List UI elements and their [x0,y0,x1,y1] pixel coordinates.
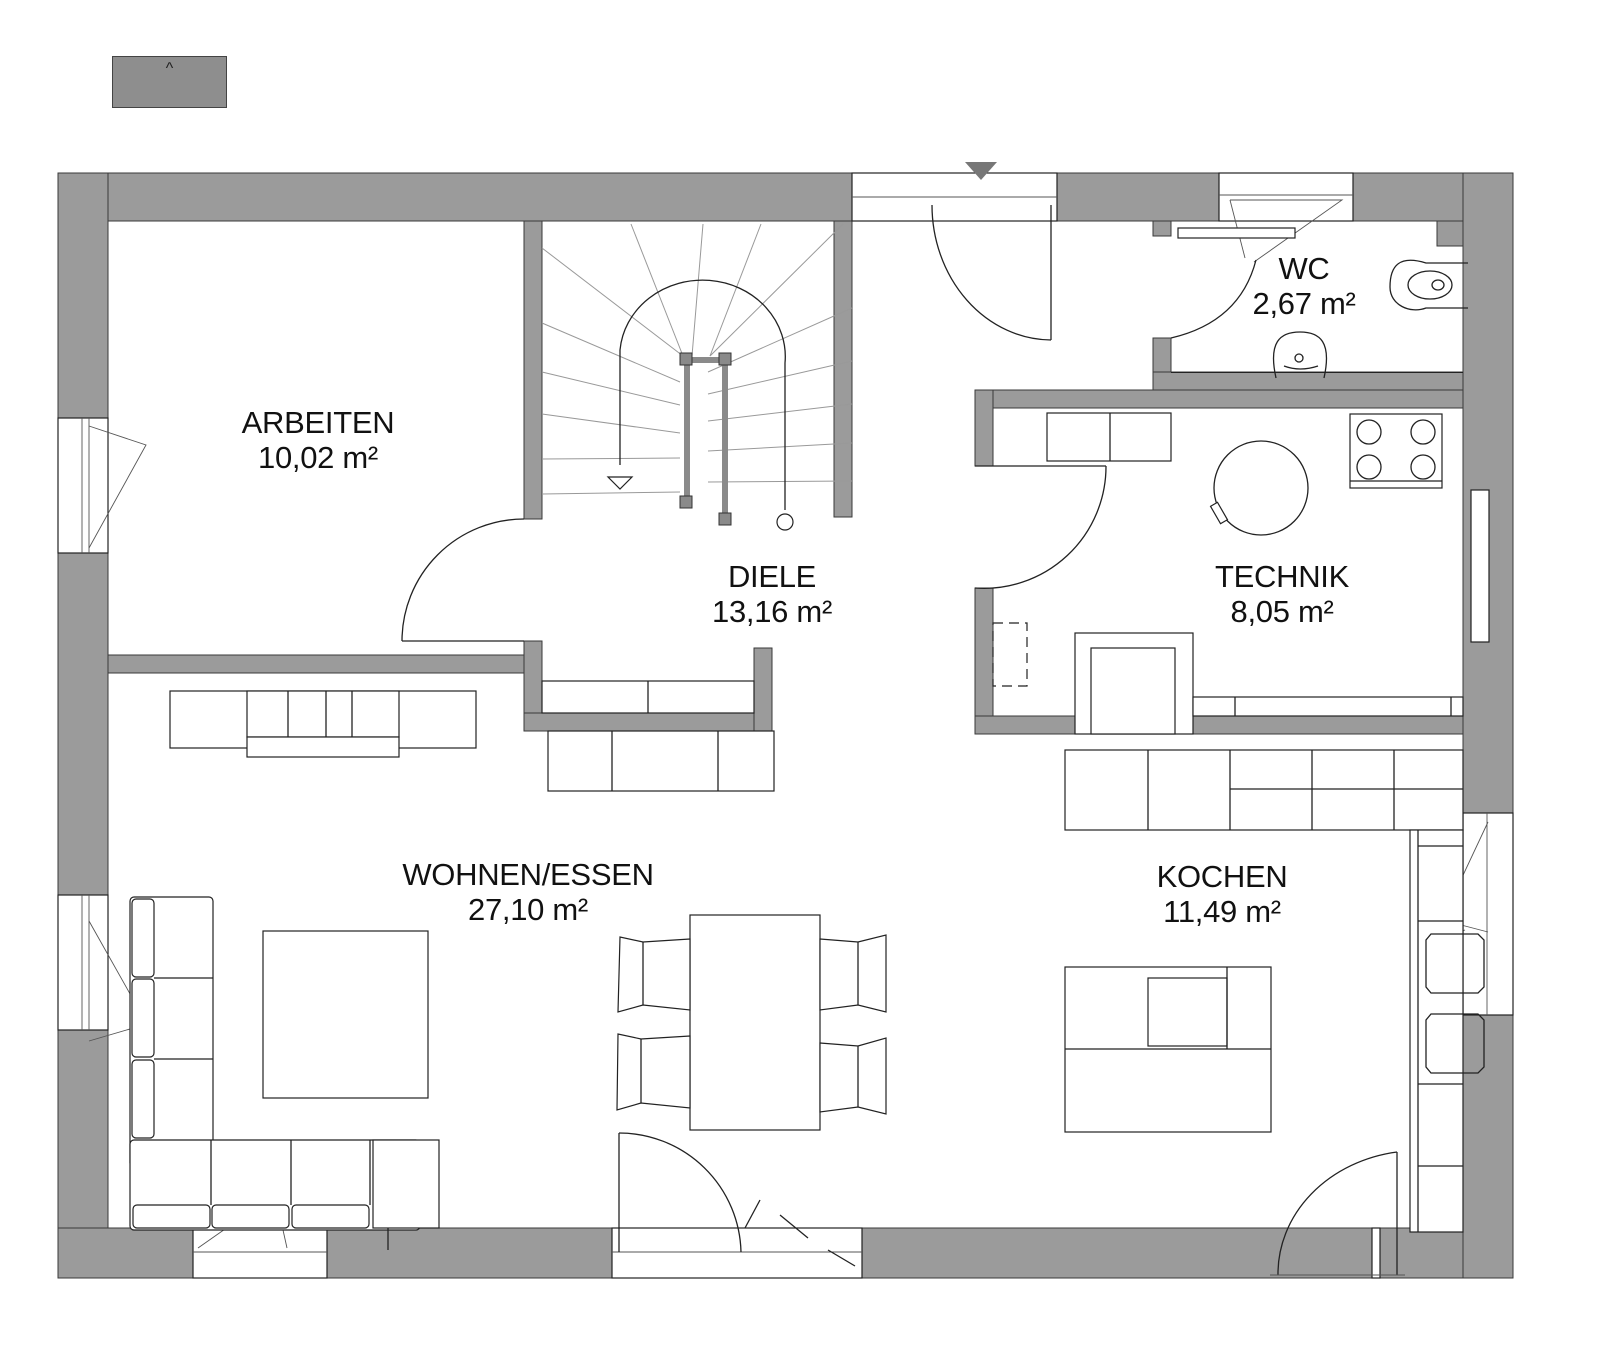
chair [616,1033,691,1111]
windows [57,172,1514,1279]
room-label-diele: DIELE 13,16 m² [712,559,832,629]
kitchen-fixtures [1064,749,1485,1233]
chair [617,936,691,1013]
room-label-wc: WC 2,67 m² [1252,251,1356,321]
room-area: 2,67 m² [1252,285,1356,321]
wall-stair-right [833,220,853,518]
room-name: WOHNEN/ESSEN [402,857,654,892]
wall-wc-right-stub [1436,220,1464,247]
wall-technik-bottom [974,715,1464,735]
wall-bottom-1 [57,1227,194,1279]
doors [401,162,1405,1279]
room-area: 13,16 m² [712,593,832,629]
room-name: ARBEITEN [241,405,395,440]
wall-arbeiten-bottom [107,654,529,674]
wall-left-1 [57,172,109,419]
wall-technik-top [974,389,1464,409]
room-label-wohnen-essen: WOHNEN/ESSEN 27,10 m² [402,857,654,927]
wall-technik-left-bottom [974,587,994,735]
room-name: TECHNIK [1215,559,1349,594]
staircase [541,223,853,531]
wall-bottom-2 [326,1227,613,1279]
wall-left-2 [57,552,109,896]
wc-fixtures [1171,227,1468,379]
technik-fixtures [992,412,1490,735]
entrance-triangle-icon [965,162,997,180]
wall-wc-stub [1152,220,1172,237]
wall-top-mid [1056,172,1220,222]
room-label-kochen: KOCHEN 11,49 m² [1156,859,1288,929]
stair-start-circle-icon [776,513,794,531]
room-label-arbeiten: ARBEITEN 10,02 m² [241,405,395,475]
legend-box: ^ [112,56,227,108]
room-name: WC [1278,251,1330,286]
chair [819,934,887,1013]
chair [819,1037,887,1115]
wall-niche-right [753,647,773,732]
wall-top-left [57,172,853,222]
wall-niche-bottom [523,712,773,732]
room-area: 11,49 m² [1163,893,1281,929]
wall-bottom-3 [861,1227,1373,1279]
room-name: DIELE [727,559,817,594]
room-name: KOCHEN [1156,859,1288,894]
room-area: 27,10 m² [468,891,588,927]
wall-technik-left-top [974,389,994,467]
outer-walls [57,172,1514,1279]
cabinets-diele [541,680,775,792]
wall-arbeiten-right [523,220,543,520]
living-furniture [129,896,887,1250]
room-label-technik: TECHNIK 8,05 m² [1215,559,1349,629]
wall-right-2 [1462,1014,1514,1279]
tv-sideboard [169,690,477,758]
room-area: 8,05 m² [1230,593,1334,629]
caret-up-icon: ^ [165,60,174,77]
wall-wc-bottom [1152,371,1464,391]
room-area: 10,02 m² [258,439,378,475]
stair-down-arrow-icon [606,476,634,490]
